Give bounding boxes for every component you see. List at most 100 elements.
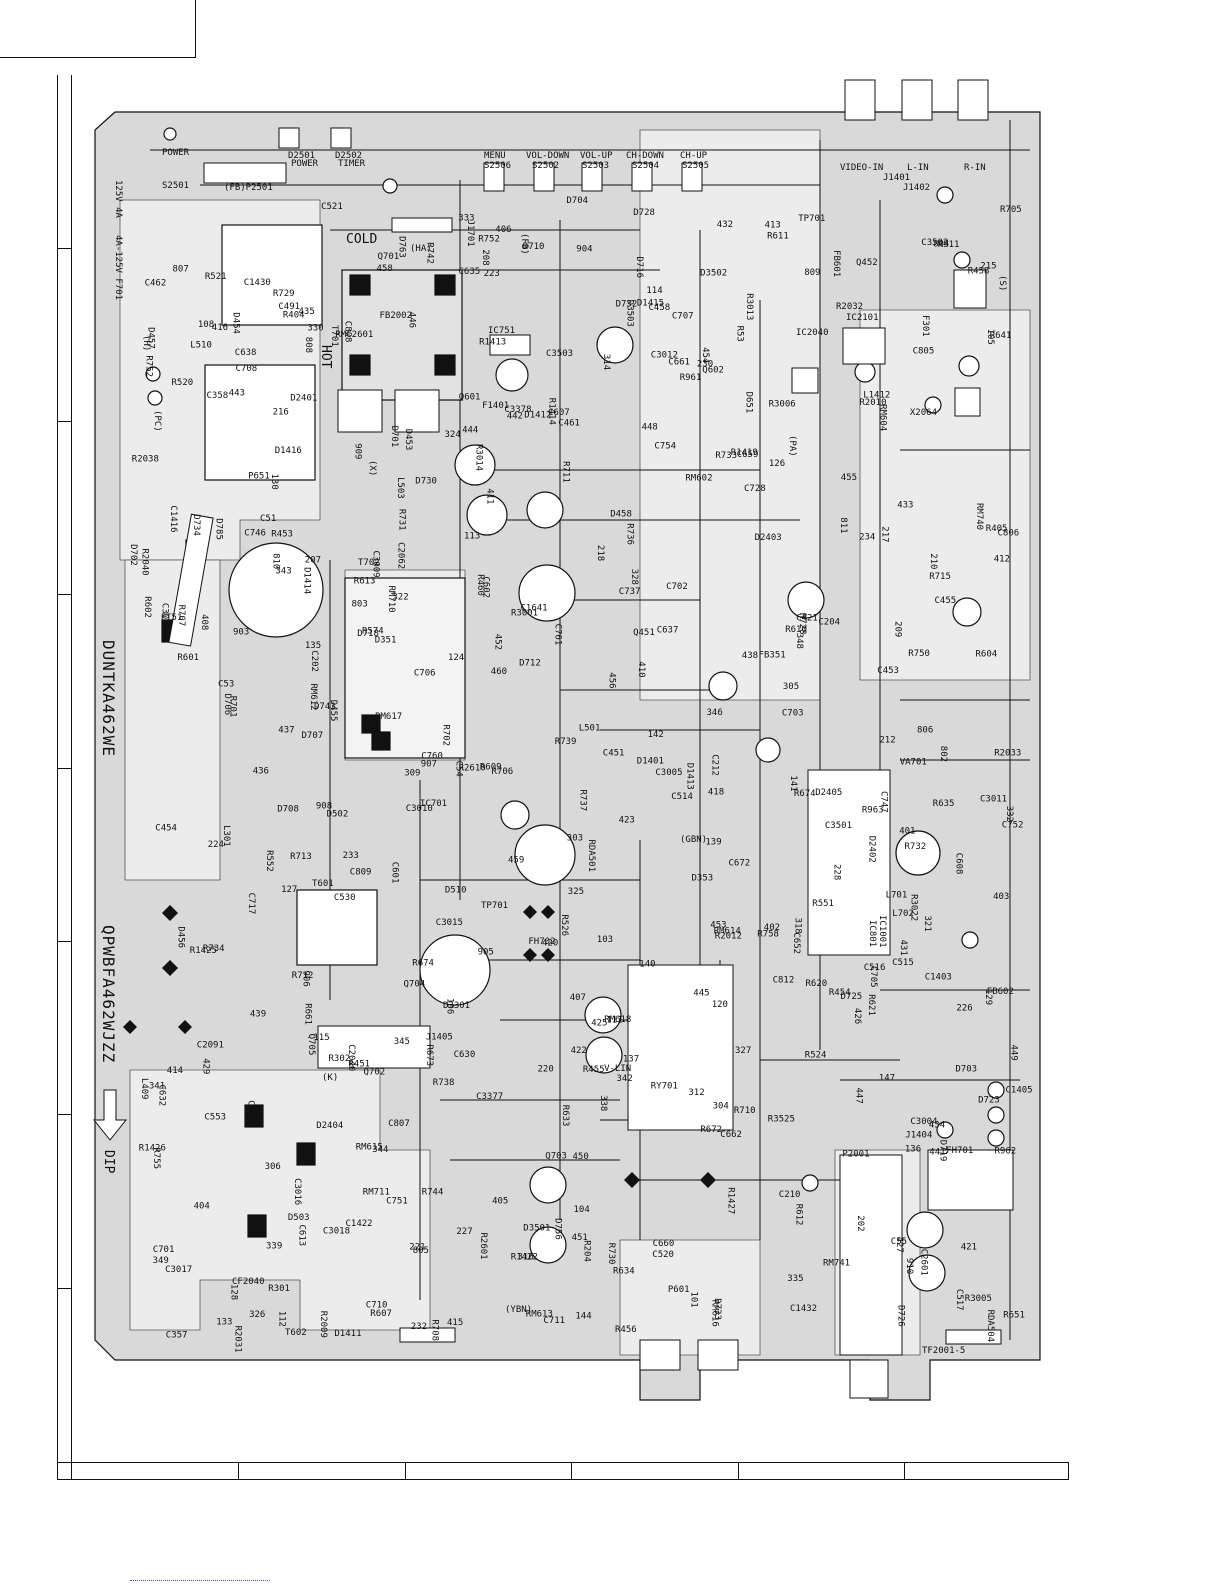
component-ref-label: R1414 — [547, 398, 557, 425]
component-ref-label: D756 — [553, 1218, 563, 1240]
component-ref-label: FB601 — [831, 250, 841, 277]
net-number-label: 910 — [904, 1258, 914, 1274]
grid-row-tick — [57, 421, 71, 422]
net-number-label: 343 — [275, 567, 291, 577]
component-ref-label: R2040 — [140, 549, 150, 576]
component-ref-label: Q702 — [364, 1067, 386, 1077]
component-ref-label: D1415 — [637, 299, 664, 309]
component-ref-label: C652 — [791, 932, 801, 954]
net-number-label: 803 — [352, 599, 368, 609]
component-ref-label: R710 — [734, 1106, 756, 1116]
ic-s-block — [953, 269, 987, 309]
tuner-block — [839, 1154, 903, 1356]
component-ref-label: C458 — [649, 303, 671, 313]
transformer-label: T602 — [285, 1328, 307, 1338]
grid-col-tick — [738, 1462, 739, 1480]
component-ref-label: F301 — [920, 315, 930, 337]
component-ref-label: R301 — [268, 1284, 290, 1294]
net-number-label: 433 — [897, 501, 913, 511]
component-ref-label: R405 — [986, 524, 1008, 534]
net-number-label: 413 — [765, 220, 781, 230]
net-number-label: 224 — [208, 840, 224, 850]
net-number-label: 442 — [507, 412, 523, 422]
net-number-label: 226 — [956, 1004, 972, 1014]
component-ref-label: D457 — [145, 327, 155, 349]
component-ref-label: D707 — [302, 731, 324, 741]
net-number-label: 402 — [764, 923, 780, 933]
net-number-label: 136 — [905, 1145, 921, 1155]
component-ref-label: R742 — [425, 242, 435, 264]
component-ref-label: D454 — [231, 312, 241, 334]
component-ref-label: R2031 — [233, 1326, 243, 1353]
component-ref-label: D2403 — [755, 533, 782, 543]
component-ref-label: D743 — [314, 702, 336, 712]
component-ref-label: C728 — [744, 484, 766, 494]
button-label: POWER — [162, 148, 190, 158]
drawing-frame-inner-rule — [71, 75, 72, 1480]
net-number-label: 233 — [343, 851, 359, 861]
net-number-label: 103 — [597, 935, 613, 945]
component-ref-label: C491 — [278, 302, 300, 312]
component-ref-label: C521 — [321, 202, 343, 212]
component-ref-label: R460 — [475, 574, 485, 596]
net-number-label: 903 — [233, 628, 249, 638]
net-number-label: 904 — [576, 244, 592, 254]
net-number-label: 454 — [700, 347, 710, 363]
component-ref-label: R733 — [715, 451, 737, 461]
button-label: VOL-DOWN — [526, 151, 569, 161]
component-ref-label: RDA504 — [985, 1310, 995, 1343]
net-number-label: 309 — [404, 768, 420, 778]
component-ref-label: R1427 — [725, 1187, 735, 1214]
connector-strip-right — [927, 1149, 1014, 1211]
net-number-label: 455 — [841, 473, 857, 483]
component-ref-label: Q602 — [702, 366, 724, 376]
component-ref-label: C807 — [388, 1119, 410, 1129]
net-number-label: 445 — [693, 989, 709, 999]
net-number-label: 341 — [149, 1081, 165, 1091]
component-ref-label: R454 — [829, 988, 851, 998]
component-ref-label: R706 — [492, 767, 514, 777]
component-ref-label: C358 — [207, 391, 229, 401]
net-number-label: 808 — [303, 337, 313, 353]
component-ref-label: R651 — [1003, 1311, 1025, 1321]
component-ref-label: R715 — [929, 572, 951, 582]
net-number-label: 438 — [742, 651, 758, 661]
component-ref-label: C3009 — [371, 551, 381, 578]
net-number-label: 207 — [305, 556, 321, 566]
component-ref-label: R758 — [757, 930, 779, 940]
transformer-t601 — [296, 889, 378, 966]
component-ref-label: Q601 — [459, 392, 481, 402]
component-ref-label: C53 — [218, 679, 234, 689]
grid-col-tick — [904, 1462, 905, 1480]
component-ref-label: C202 — [309, 650, 319, 672]
net-number-label: 144 — [575, 1311, 591, 1321]
component-ref-label: D456 — [176, 926, 186, 948]
net-number-label: 437 — [278, 726, 294, 736]
component-ref-label: D716 — [634, 256, 644, 278]
net-number-label: 405 — [492, 1197, 508, 1207]
component-ref-label: D785 — [213, 518, 223, 540]
led-ref: D2502 — [335, 151, 362, 161]
component-ref-label: C737 — [619, 587, 641, 597]
net-number-label: 449 — [1008, 1045, 1018, 1061]
net-number-label: 412 — [994, 554, 1010, 564]
net-number-label: 426 — [852, 1008, 862, 1024]
rca-jack-2 — [901, 79, 933, 121]
component-ref-label: D730 — [415, 477, 437, 487]
zone-hot-label: HOT — [318, 345, 333, 369]
component-ref-label: C661 — [668, 357, 690, 367]
ic-label: IC1001 — [877, 915, 887, 948]
component-ref-label: C707 — [672, 312, 694, 322]
net-number-label: 210 — [928, 553, 938, 569]
component-ref-label: C3005 — [655, 768, 682, 778]
component-ref-label: R404 — [283, 311, 305, 321]
part-number-left: DUNTKA462WE — [99, 640, 118, 757]
component-ref-label: C760 — [421, 752, 443, 762]
button-ref: S2506 — [484, 161, 511, 171]
component-ref-label: R601 — [177, 653, 199, 663]
component-ref-label: RM617 — [375, 712, 402, 722]
component-ref-label: Q452 — [856, 258, 878, 268]
button-s2504-pad — [631, 162, 653, 192]
component-ref-label: RM616 — [710, 1300, 720, 1327]
component-ref-label: C703 — [782, 709, 804, 719]
